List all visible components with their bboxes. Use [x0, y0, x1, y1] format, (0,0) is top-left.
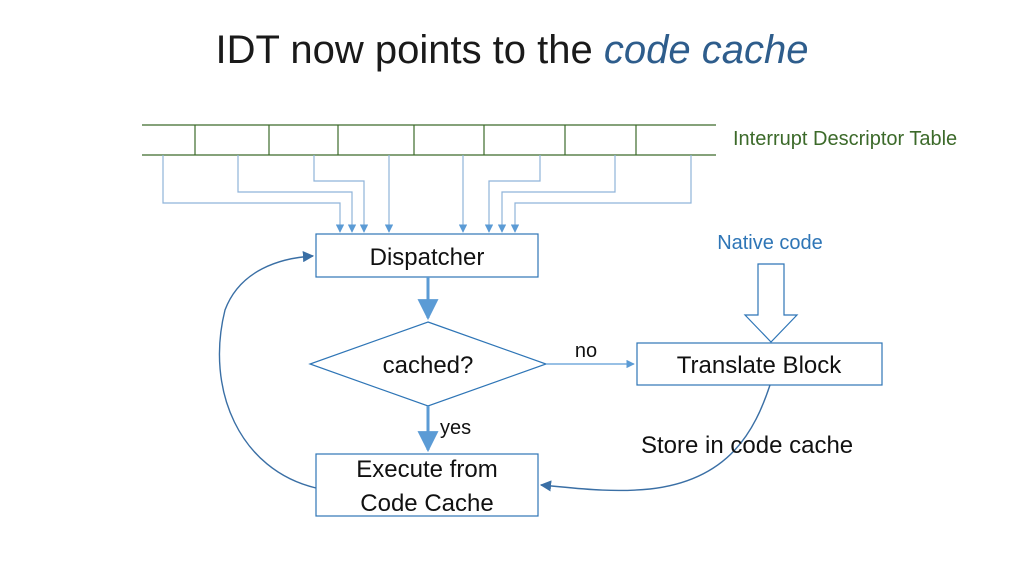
execute-label-line1: Execute from	[356, 456, 497, 483]
idt-label: Interrupt Descriptor Table	[733, 128, 957, 150]
native-code-arrow	[743, 263, 799, 343]
dispatcher-label: Dispatcher	[370, 244, 485, 271]
title-emphasis: code cache	[603, 28, 809, 72]
slide-title: IDT now points to the code cache	[0, 28, 1024, 73]
translate-block-label: Translate Block	[677, 352, 843, 379]
title-prefix: IDT now points to the	[215, 28, 593, 72]
idt-pointer-arrows	[162, 155, 692, 233]
dispatcher-box	[315, 233, 539, 278]
no-label: no	[575, 340, 597, 362]
loop-back-arrow	[218, 251, 317, 489]
translate-block-box	[636, 342, 883, 386]
cached-label: cached?	[383, 352, 474, 379]
execute-label-line2: Code Cache	[360, 490, 493, 517]
execute-box	[315, 453, 539, 517]
idt-table	[142, 124, 716, 156]
native-code-label: Native code	[717, 232, 823, 254]
yes-label: yes	[440, 417, 471, 439]
store-label: Store in code cache	[641, 432, 853, 459]
store-arrow	[539, 384, 771, 492]
